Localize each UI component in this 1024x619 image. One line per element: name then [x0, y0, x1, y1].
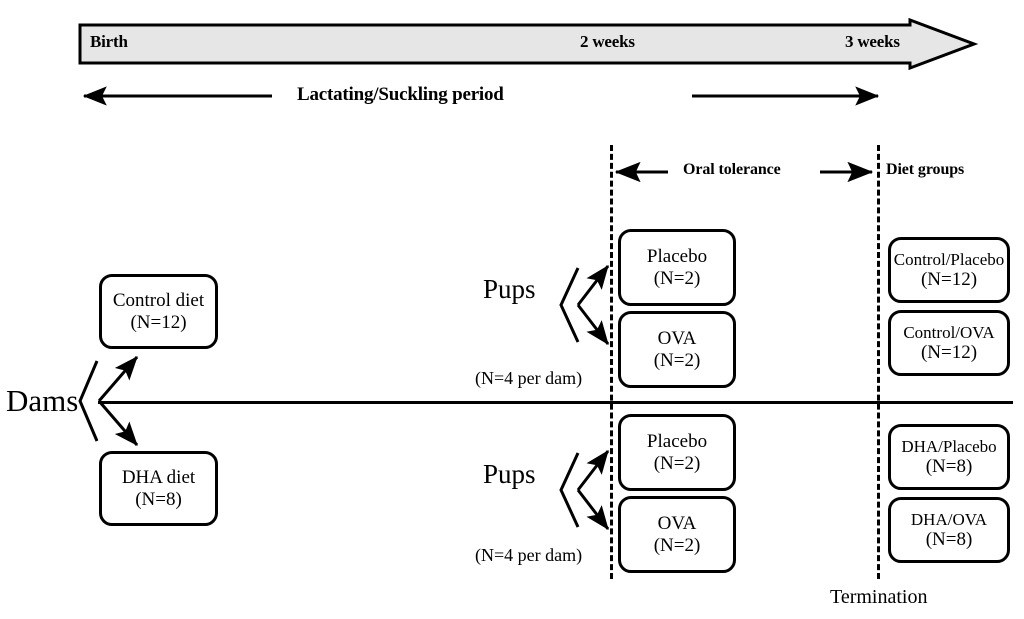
- main-timeline-spine: [98, 401, 1013, 404]
- box-placebo-dha-arm-n: (N=2): [653, 452, 701, 474]
- box-control-diet-n: (N=12): [130, 311, 187, 333]
- dashed-divider-2-weeks: [610, 145, 613, 579]
- box-dha-placebo-title: DHA/Placebo: [901, 436, 997, 456]
- box-ova-control-arm-title: OVA: [657, 328, 697, 350]
- timeline-label-birth: Birth: [90, 32, 128, 51]
- box-dha-diet-n: (N=8): [135, 488, 182, 510]
- box-placebo-dha-arm: Placebo (N=2): [618, 414, 736, 491]
- box-ova-dha-arm: OVA (N=2): [618, 496, 736, 573]
- box-control-placebo-n: (N=12): [920, 268, 978, 290]
- box-dha-placebo: DHA/Placebo (N=8): [888, 424, 1010, 490]
- timeline-label-3-weeks: 3 weeks: [845, 32, 900, 51]
- phase-label-diet-groups: Diet groups: [886, 161, 965, 178]
- pups-per-dam-note-control-arm: (N=4 per dam): [475, 368, 583, 388]
- box-dha-ova-title: DHA/OVA: [910, 509, 988, 529]
- box-placebo-control-arm-n: (N=2): [653, 267, 701, 289]
- pups-label-dha-arm: Pups: [483, 459, 536, 489]
- box-control-placebo: Control/Placebo (N=12): [888, 237, 1010, 303]
- pups-to-placebo-arrow-control-arm: [576, 265, 610, 306]
- pups-to-ova-arrow-dha-arm: [576, 489, 610, 530]
- box-dha-diet: DHA diet (N=8): [99, 451, 218, 526]
- box-dha-placebo-n: (N=8): [925, 455, 973, 477]
- box-dha-ova: DHA/OVA (N=8): [888, 497, 1010, 563]
- pups-label-control-arm: Pups: [483, 274, 536, 304]
- timeline-arrow-shape: [78, 18, 978, 70]
- box-control-placebo-title: Control/Placebo: [893, 249, 1005, 269]
- box-ova-dha-arm-title: OVA: [657, 513, 697, 535]
- timeline-label-2-weeks: 2 weeks: [580, 32, 635, 51]
- box-placebo-control-arm: Placebo (N=2): [618, 229, 736, 306]
- timeline-arrow-banner: [78, 18, 978, 70]
- box-ova-dha-arm-n: (N=2): [653, 534, 701, 556]
- dams-label: Dams: [6, 383, 79, 418]
- box-dha-diet-title: DHA diet: [121, 467, 196, 489]
- dashed-divider-3-weeks: [877, 145, 880, 579]
- dams-to-dha-diet-arrow: [97, 400, 139, 446]
- pups-bracket-control-arm: [559, 267, 580, 343]
- box-dha-ova-n: (N=8): [925, 528, 973, 550]
- pups-bracket-dha-arm: [559, 452, 580, 528]
- box-ova-control-arm-n: (N=2): [653, 349, 701, 371]
- dams-bracket: [78, 360, 99, 442]
- box-placebo-control-arm-title: Placebo: [646, 246, 708, 268]
- dams-to-control-diet-arrow: [97, 356, 139, 402]
- box-control-ova-title: Control/OVA: [903, 322, 995, 342]
- box-control-ova: Control/OVA (N=12): [888, 310, 1010, 376]
- pups-per-dam-note-dha-arm: (N=4 per dam): [475, 545, 583, 565]
- termination-label: Termination: [830, 586, 928, 608]
- pups-to-ova-arrow-control-arm: [576, 304, 610, 345]
- pups-to-placebo-arrow-dha-arm: [576, 450, 610, 491]
- box-control-ova-n: (N=12): [920, 341, 978, 363]
- lactating-suckling-period-title: Lactating/Suckling period: [297, 84, 504, 105]
- phase-label-oral-tolerance: Oral tolerance: [683, 161, 781, 178]
- box-control-diet: Control diet (N=12): [99, 274, 218, 349]
- box-placebo-dha-arm-title: Placebo: [646, 431, 708, 453]
- box-ova-control-arm: OVA (N=2): [618, 311, 736, 388]
- box-control-diet-title: Control diet: [112, 290, 205, 312]
